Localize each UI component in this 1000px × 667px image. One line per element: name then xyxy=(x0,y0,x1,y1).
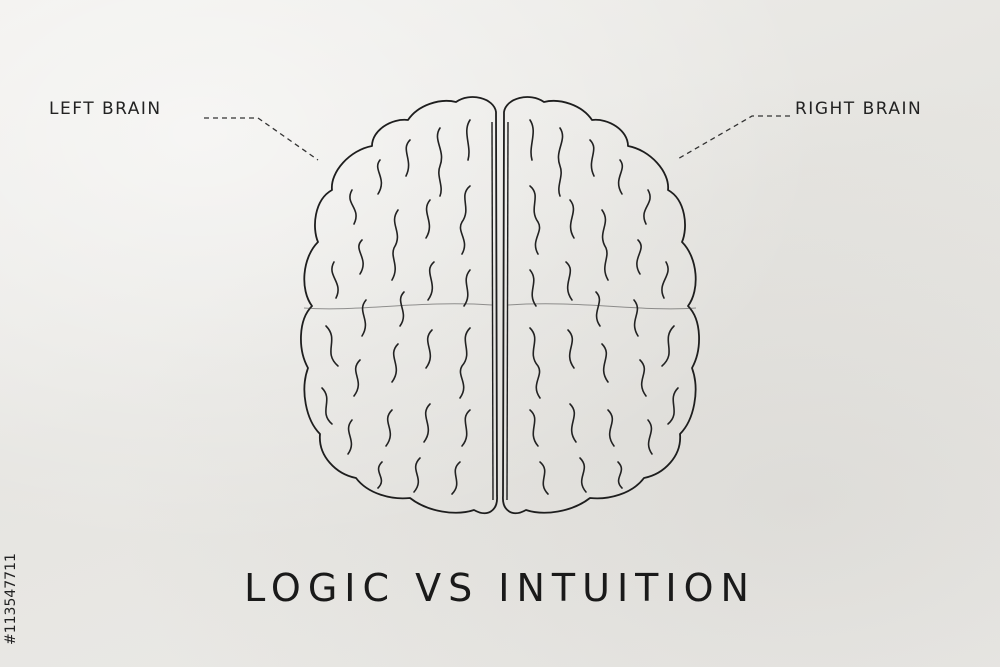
left-gyri xyxy=(321,119,471,495)
left-brain-label: LEFT BRAIN xyxy=(49,99,162,119)
illustration-title: LOGIC VS INTUITION xyxy=(244,566,756,610)
stock-image-id: #113547711 xyxy=(3,553,19,645)
right-leader-line xyxy=(675,115,790,161)
right-gyri xyxy=(529,119,679,495)
right-brain-label: RIGHT BRAIN xyxy=(795,99,923,119)
left-leader-line xyxy=(204,117,319,161)
